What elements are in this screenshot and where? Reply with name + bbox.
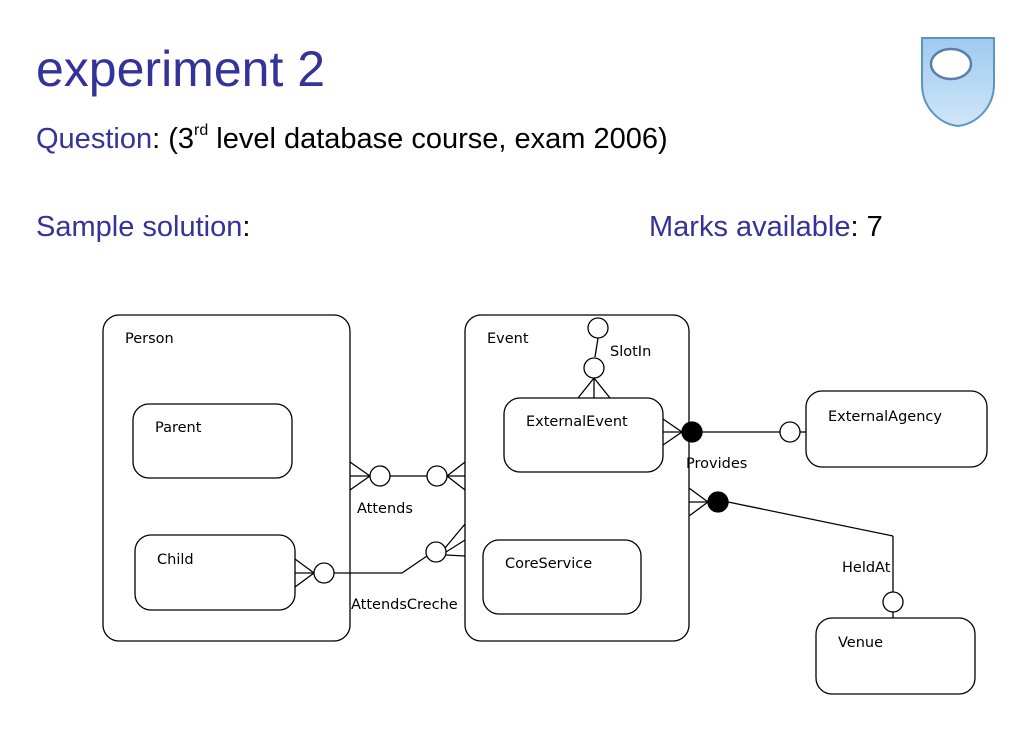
relationship-slotin [577, 317, 611, 399]
relationship-attendscreche [294, 523, 466, 588]
entity-person-label: Person [125, 331, 174, 347]
question-label: Question [36, 123, 153, 155]
relationship-heldat-label: HeldAt [842, 560, 891, 576]
question-prefix: : (3 [152, 123, 194, 155]
entity-parent-box [132, 403, 293, 479]
entity-child-box [134, 534, 296, 611]
entity-external-agency-label: ExternalAgency [828, 409, 942, 425]
entity-parent-label: Parent [155, 420, 202, 436]
shield-ring-icon [929, 47, 973, 81]
marks-available-label: Marks available [649, 211, 851, 243]
entity-person-box [102, 314, 351, 642]
entity-event-label: Event [487, 331, 529, 347]
question-superscript: rd [193, 122, 209, 139]
entity-child-label: Child [157, 552, 194, 568]
entity-venue-box [815, 617, 976, 695]
question-text: level database course, exam 2006) [208, 123, 668, 155]
relationship-attendscreche-label: AttendsCreche [351, 597, 458, 613]
relationship-attends-label: Attends [357, 501, 413, 517]
entity-event-box [464, 314, 690, 642]
entity-venue-label: Venue [838, 635, 883, 651]
relationship-provides [662, 418, 806, 446]
sample-solution-colon: : [242, 211, 251, 243]
marks-available-line: Marks available: 7 [649, 213, 883, 242]
entity-external-agency-box [805, 390, 988, 468]
slide-title: experiment 2 [36, 41, 326, 97]
sample-solution-line: Sample solution: [36, 213, 250, 242]
question-line: Question: (3rd level database course, ex… [36, 122, 668, 155]
entity-core-service-box [482, 539, 642, 615]
sample-solution-label: Sample solution [36, 211, 243, 243]
entity-external-event-box [503, 397, 664, 473]
entity-external-event-label: ExternalEvent [526, 414, 628, 430]
relationship-attends [349, 461, 466, 491]
university-shield-logo [921, 37, 995, 128]
relationship-heldat [688, 487, 904, 618]
marks-available-value: : 7 [850, 211, 883, 243]
entity-core-service-label: CoreService [505, 556, 592, 572]
relationship-provides-label: Provides [686, 456, 747, 472]
relationship-slotin-label: SlotIn [610, 344, 651, 360]
